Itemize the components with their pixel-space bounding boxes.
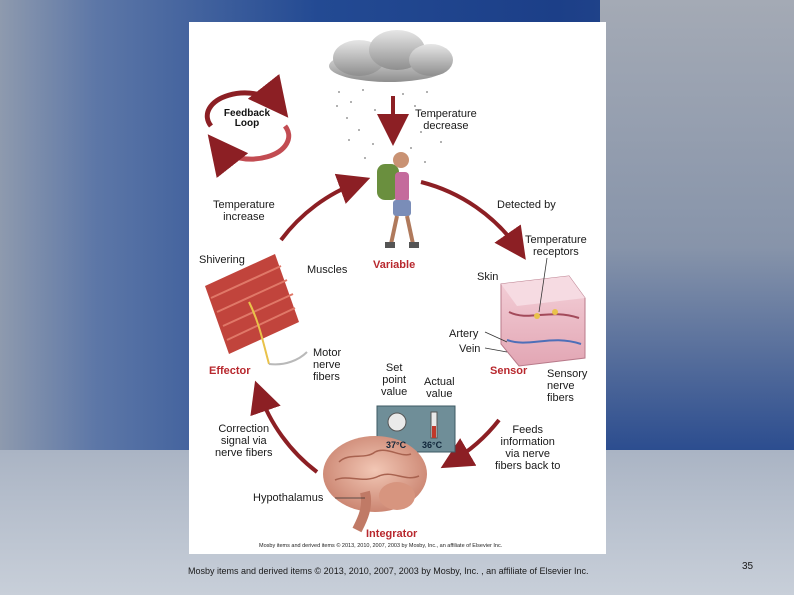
arrow-variable-to-sensor: [420, 180, 526, 260]
diagram-artwork: [204, 30, 586, 533]
arrow-effector-to-variable: [279, 173, 371, 242]
brain-illustration: [323, 436, 427, 533]
slide-side-panel: [600, 0, 794, 450]
thermostat-set-temp: 37°C: [386, 440, 407, 450]
skin-cross-section: [500, 275, 586, 367]
footer-copyright: Mosby items and derived items © 2013, 20…: [188, 566, 589, 576]
rain-cloud-icon: [329, 30, 453, 163]
label-artery: Artery: [449, 328, 479, 340]
label-hypothalamus: Hypothalamus: [253, 492, 324, 504]
feedback-loop-emblem: [204, 73, 292, 179]
label-sensor: Sensor: [490, 365, 528, 377]
feedback-loop-title: Feedback Loop: [223, 108, 271, 129]
figure-credit: Mosby items and derived items © 2013, 20…: [259, 543, 503, 549]
arrow-integrator-to-effector: [250, 380, 319, 474]
label-variable: Variable: [373, 259, 416, 271]
label-shivering: Shivering: [199, 254, 245, 266]
label-vein: Vein: [459, 343, 481, 355]
label-effector: Effector: [209, 365, 251, 377]
thermostat-actual-temp: 36°C: [422, 440, 443, 450]
slide-page-number: 35: [742, 561, 754, 572]
arrow-sensor-to-integrator: [440, 418, 501, 469]
label-integrator: Integrator: [366, 528, 418, 540]
label-skin: Skin: [477, 271, 499, 283]
label-muscles: Muscles: [307, 264, 348, 276]
hiker-figure: [377, 152, 419, 248]
muscle-fibers: [205, 254, 308, 366]
label-detected-by: Detected by: [497, 199, 556, 211]
